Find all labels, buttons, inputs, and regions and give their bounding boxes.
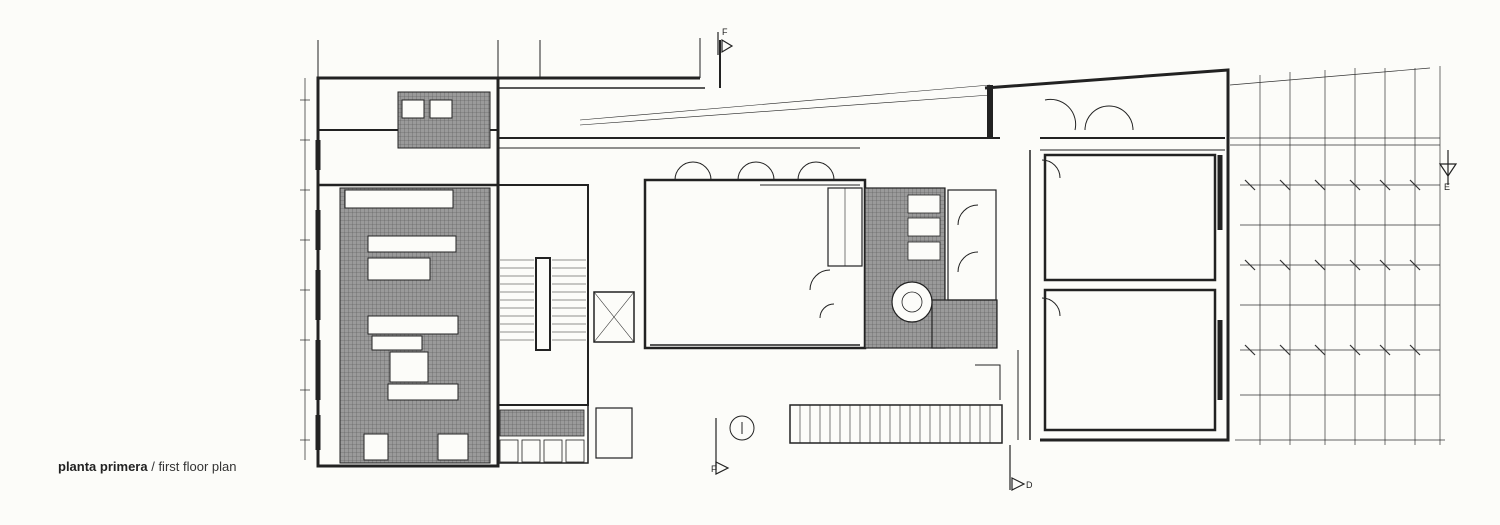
left-wing	[300, 76, 500, 468]
fixture-island	[367, 257, 431, 281]
right-rooms	[984, 68, 1230, 442]
room-lower-right	[1043, 288, 1217, 432]
room-upper-right	[1043, 153, 1217, 282]
sanitary-block	[864, 187, 998, 349]
stair-core	[497, 184, 635, 464]
plan-caption: planta primera / first floor plan	[58, 459, 236, 474]
section-label-bottom-left: F	[711, 464, 717, 474]
section-arrow-bottom-icon	[1011, 477, 1026, 491]
terrace-structural-grid	[1229, 66, 1445, 445]
stair-treads	[500, 259, 586, 341]
section-arrow-bottom-left-icon	[715, 461, 730, 475]
round-table	[891, 281, 933, 323]
elevator-shaft	[593, 291, 635, 343]
counter-top	[344, 189, 454, 209]
caption-secondary: first floor plan	[158, 459, 237, 474]
column-marker	[729, 415, 755, 441]
section-label-top: F	[722, 27, 728, 37]
door-swing	[737, 161, 775, 181]
stair-well	[535, 257, 551, 351]
counter-mid	[367, 235, 457, 253]
central-hall	[643, 161, 867, 350]
lower-ramp	[729, 364, 1003, 444]
counter-low	[367, 315, 459, 335]
section-label-bottom: D	[1026, 480, 1033, 490]
door-swing	[674, 161, 712, 181]
caption-primary: planta primera	[58, 459, 148, 474]
section-markers	[715, 32, 1458, 491]
caption-separator: /	[147, 459, 159, 474]
left-dimension-line	[300, 78, 310, 460]
section-arrow-right-icon	[1438, 163, 1458, 178]
top-corridor	[317, 38, 1000, 149]
section-arrow-top-icon	[721, 38, 734, 54]
door-swing	[797, 161, 835, 181]
section-label-right: E	[1444, 182, 1450, 192]
